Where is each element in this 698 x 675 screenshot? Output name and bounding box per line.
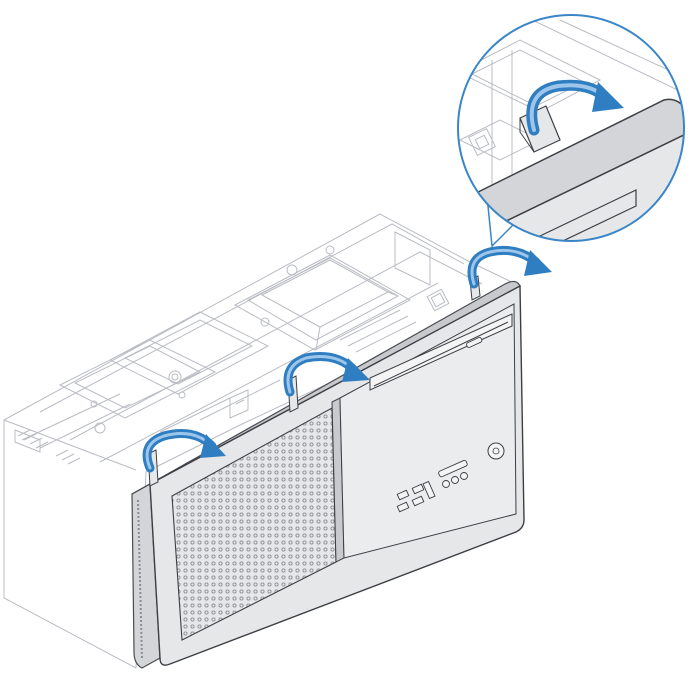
release-tab-arrow-right	[467, 245, 552, 289]
release-tab-arrow-left	[142, 429, 226, 473]
bezel-left-rim	[131, 483, 161, 669]
optical-drive-eject-button	[466, 337, 483, 348]
front-bezel	[131, 275, 525, 669]
bezel-right-panel	[339, 303, 517, 559]
power-button-icon	[487, 442, 505, 460]
computer-chassis	[3, 213, 522, 669]
zoom-callout	[457, 14, 685, 248]
release-tab-arrow-middle	[283, 352, 370, 397]
callout-ring	[457, 14, 685, 242]
usb-port-icon	[396, 480, 436, 513]
audio-jack-icon	[438, 459, 468, 488]
